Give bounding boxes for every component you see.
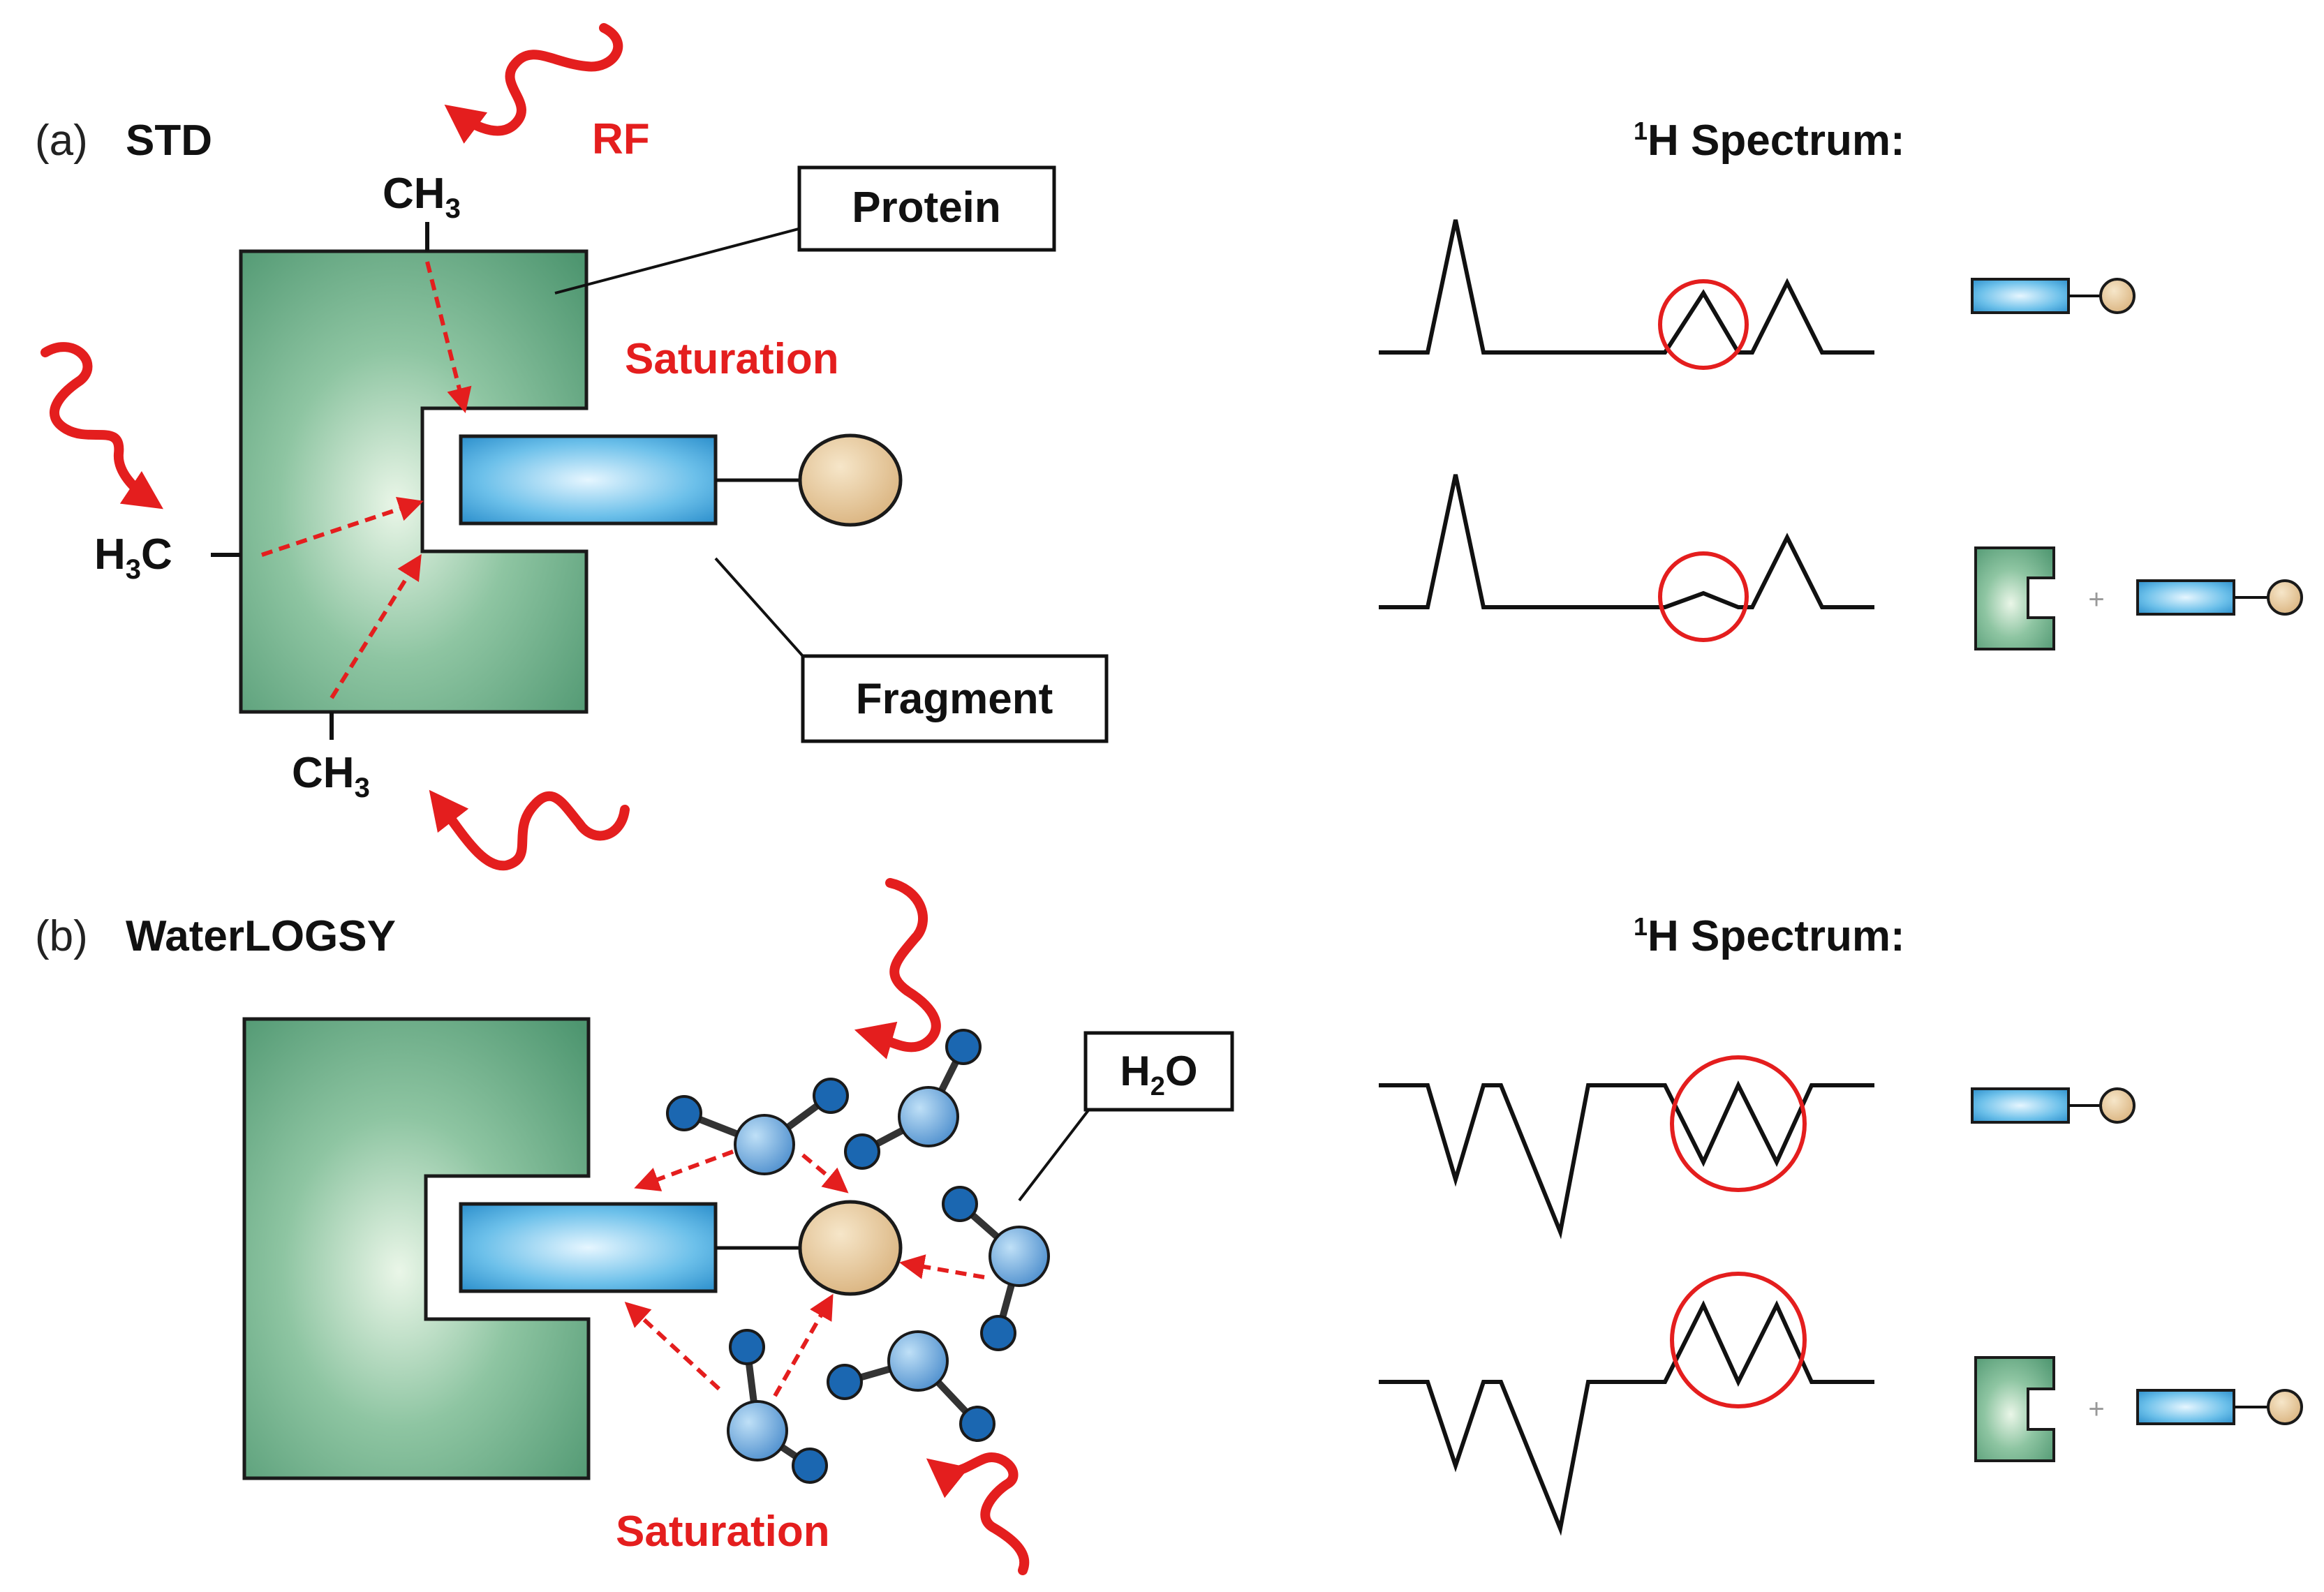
h3c-label: H3C <box>94 530 172 585</box>
ch3-bottom-label: CH3 <box>292 749 370 803</box>
fragment-icon <box>1971 1087 2136 1124</box>
spectrum-a-free <box>1379 219 2136 370</box>
saturation-arrow-icon <box>624 1150 985 1397</box>
plus-sign: + <box>2088 584 2104 615</box>
panel-a: (a) STD CH3 H3C CH3 Protein <box>35 23 2303 871</box>
protein-box-label: Protein <box>852 184 1001 232</box>
svg-text:CH3: CH3 <box>292 749 370 803</box>
spectrum-title-a: 1H Spectrum: <box>1634 117 1905 165</box>
ch3-top-label: CH3 <box>383 170 461 224</box>
protein-icon <box>239 249 589 714</box>
spectrum-b-free <box>1379 1055 2136 1240</box>
protein-icon <box>1974 1356 2055 1462</box>
plus-sign: + <box>2088 1394 2104 1424</box>
rf-wave-icon <box>854 878 1030 1575</box>
rf-wave-icon <box>40 23 630 871</box>
water-molecule-icon <box>666 1029 1050 1484</box>
spectrum-a-bound: + <box>1379 474 2303 650</box>
saturation-label-a: Saturation <box>625 335 839 383</box>
panel-a-label-name: STD <box>126 117 212 165</box>
panel-b-label-name: WaterLOGSY <box>126 912 396 960</box>
panel-a-label-prefix: (a) <box>35 117 88 165</box>
fragment-icon <box>459 434 718 526</box>
water-box-label: H2O <box>1120 1048 1197 1101</box>
fragment-icon <box>2136 1389 2303 1425</box>
spectrum-title-b: 1H Spectrum: <box>1634 912 1905 960</box>
fragment-icon <box>2136 579 2303 616</box>
fragment-icon <box>459 1202 718 1293</box>
fragment-icon <box>1971 278 2136 314</box>
panel-b: (b) WaterLOGSY <box>35 878 2303 1575</box>
saturation-label-b: Saturation <box>616 1508 830 1556</box>
protein-icon <box>242 1017 591 1480</box>
saturation-arrow-icon <box>261 261 472 699</box>
rf-label: RF <box>592 115 650 163</box>
spectrum-b-bound: + <box>1379 1272 2303 1536</box>
protein-icon <box>1974 546 2055 650</box>
fragment-box-label: Fragment <box>856 675 1053 723</box>
panel-b-label-prefix: (b) <box>35 912 88 960</box>
svg-text:CH3: CH3 <box>383 170 461 224</box>
svg-text:H3C: H3C <box>94 530 172 585</box>
